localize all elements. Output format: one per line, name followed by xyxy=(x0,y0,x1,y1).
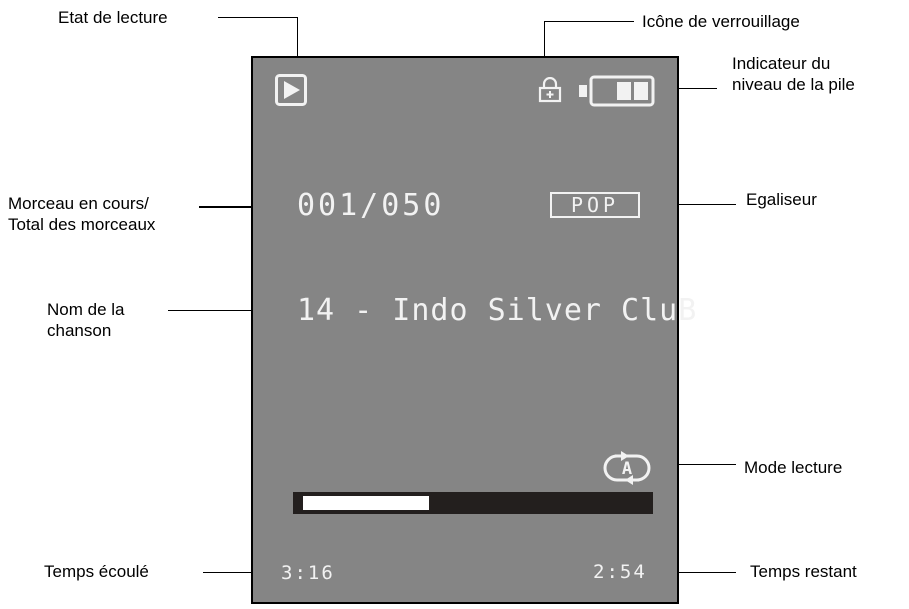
label-equalizer: Egaliseur xyxy=(746,190,817,209)
label-song-line2: chanson xyxy=(47,321,112,340)
label-play-mode: Mode lecture xyxy=(744,458,843,477)
time-remaining: 2:54 xyxy=(593,561,647,583)
leader-song-name xyxy=(168,310,292,311)
battery-icon xyxy=(579,75,655,107)
label-track-line1: Morceau en cours/ xyxy=(8,194,149,213)
leader-track-count xyxy=(199,206,254,208)
lock-icon xyxy=(538,77,562,103)
label-battery-line1: Indicateur du xyxy=(732,54,831,73)
label-song-name: Nom de la chanson xyxy=(47,299,124,341)
play-icon xyxy=(275,74,307,106)
leader-lock-h xyxy=(544,21,634,22)
label-battery: Indicateur du niveau de la pile xyxy=(732,53,855,95)
equalizer-badge: POP xyxy=(550,192,640,218)
song-name: 14 - Indo Silver CluB xyxy=(297,293,698,328)
leader-play-mode xyxy=(656,464,736,465)
label-elapsed: Temps écoulé xyxy=(44,562,149,581)
leader-lock-v xyxy=(544,21,545,75)
label-track-count: Morceau en cours/ Total des morceaux xyxy=(8,193,155,235)
label-track-line2: Total des morceaux xyxy=(8,215,156,234)
progress-bar xyxy=(293,492,653,514)
repeat-mode-letter: A xyxy=(622,459,632,479)
leader-battery xyxy=(655,88,717,89)
time-elapsed: 3:16 xyxy=(281,562,335,584)
label-lock-icon: Icône de verrouillage xyxy=(642,12,800,31)
player-screen: 001/050 POP 14 - Indo Silver CluB A 3:16… xyxy=(251,56,696,604)
label-song-line1: Nom de la xyxy=(47,300,125,319)
leader-play-state-v xyxy=(297,17,298,71)
track-counter: 001/050 xyxy=(297,188,445,223)
label-remaining: Temps restant xyxy=(750,562,857,581)
leader-equalizer xyxy=(640,204,736,205)
progress-bar-fill xyxy=(303,496,429,510)
label-play-state: Etat de lecture xyxy=(58,8,168,27)
leader-play-state-h xyxy=(218,17,298,18)
leader-remaining xyxy=(656,572,736,573)
repeat-mode-icon: A xyxy=(603,451,651,485)
leader-elapsed xyxy=(203,572,283,573)
label-battery-line2: niveau de la pile xyxy=(732,75,855,94)
